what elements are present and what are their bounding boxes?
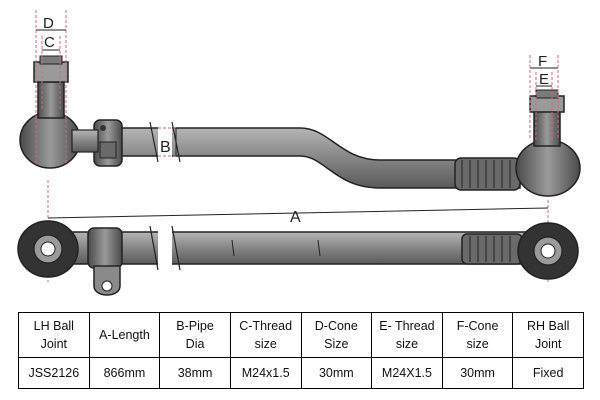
side-rh-serration [454, 157, 521, 191]
top-rh-ball-joint [517, 222, 579, 280]
table-row: JSS2126 866mm 38mm M24x1.5 30mm M24X1.5 … [18, 357, 584, 389]
top-rh-serration [461, 233, 523, 265]
side-rod-body [94, 127, 521, 189]
dimension-a-label: A [290, 209, 301, 226]
dimension-b-label: B [160, 139, 171, 156]
cell-lh-ball-joint: JSS2126 [18, 357, 90, 389]
cell-f-cone-size: 30mm [441, 357, 514, 389]
cell-c-thread-size: M24x1.5 [229, 357, 302, 389]
side-view: B D C F E [19, 10, 581, 197]
dimension-d-label: D [43, 15, 54, 32]
dimension-c-label: C [44, 34, 55, 51]
cell-b-pipe-dia: 38mm [159, 357, 231, 389]
header-a-length: A-Length [88, 312, 161, 358]
cell-e-thread-size: M24X1.5 [371, 357, 443, 389]
side-lh-ball-joint [19, 55, 99, 169]
top-break-mark [171, 225, 181, 271]
dimension-a: A [47, 180, 549, 282]
cell-rh-ball-joint: Fixed [512, 357, 584, 389]
top-rod-body [69, 231, 531, 265]
dimension-b: B [158, 127, 178, 157]
top-lh-ball-joint [17, 220, 79, 278]
top-break-mark [149, 225, 159, 271]
cell-d-cone-size: 30mm [300, 357, 373, 389]
dimension-e-f: F E [529, 53, 559, 140]
dimension-f-label: F [538, 53, 547, 70]
top-view [17, 220, 579, 296]
side-rh-ball-joint [515, 89, 581, 197]
side-break-mark [149, 121, 159, 163]
top-lh-clamp [87, 227, 123, 296]
side-lh-clamp [93, 119, 123, 167]
dimension-e-label: E [539, 71, 549, 88]
tie-rod-drawing: B D C F E A [17, 10, 581, 296]
cell-a-length: 866mm [88, 357, 161, 389]
dimension-c-d: D C [35, 10, 67, 165]
